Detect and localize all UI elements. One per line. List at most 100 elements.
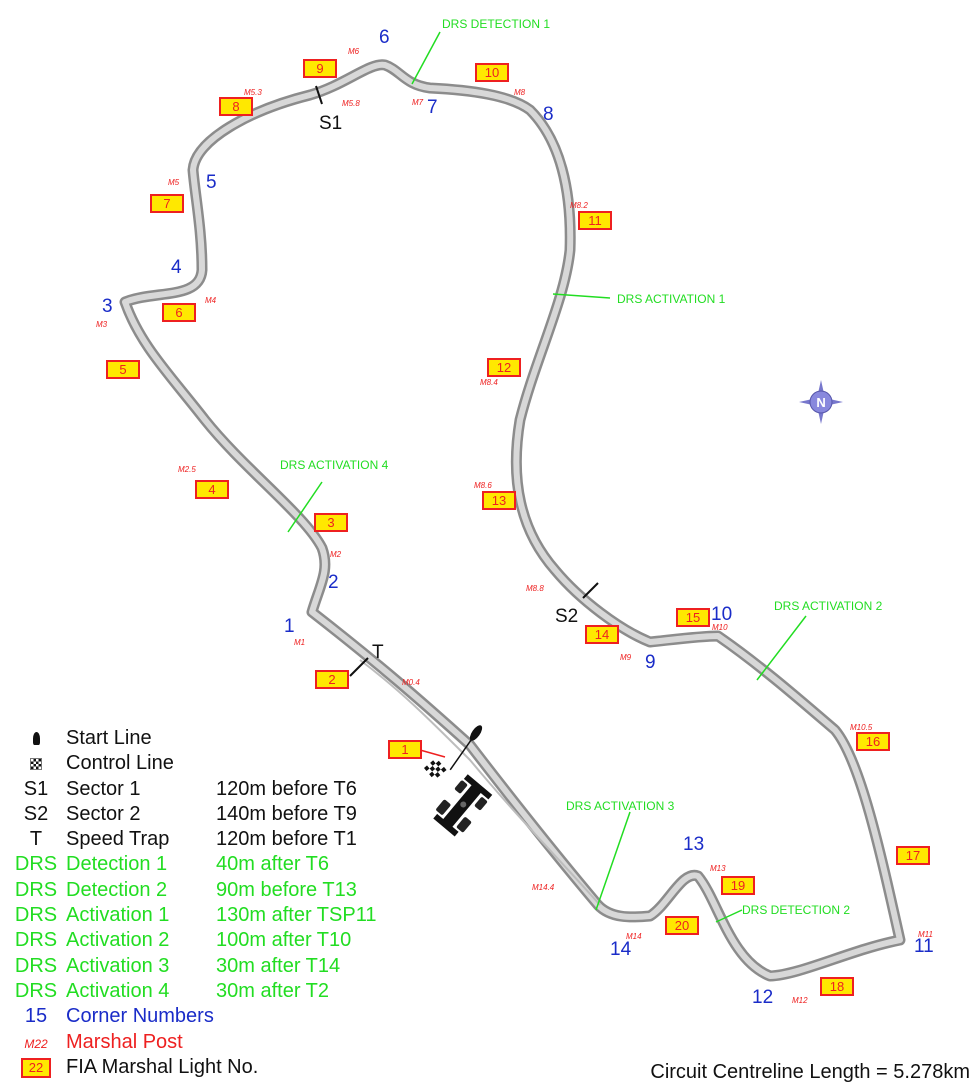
corner-number: 12 xyxy=(752,987,773,1008)
drs-activation2-label: DRS ACTIVATION 2 xyxy=(774,599,883,613)
corner-number: 4 xyxy=(171,257,182,278)
legend-symbol: DRS xyxy=(14,904,58,927)
fia-light-number: 2 xyxy=(328,672,335,687)
marshal-post: M2 xyxy=(330,550,342,559)
drs-activation1-label: DRS ACTIVATION 1 xyxy=(617,292,726,306)
sector1-marker xyxy=(315,85,323,105)
start-line-icon xyxy=(449,725,483,771)
legend-row: DRS Activation 1 130m after TSP11 xyxy=(6,903,446,928)
legend-symbol: T xyxy=(29,828,43,851)
marshal-post: M10 xyxy=(712,623,728,632)
drs-activation4-line xyxy=(287,481,323,533)
legend-description: 140m before T9 xyxy=(216,802,357,825)
drs-detection2-line xyxy=(715,909,743,923)
corner-number: 10 xyxy=(711,604,732,625)
legend-label: Activation 1 xyxy=(66,904,170,927)
marshal-post: M10.5 xyxy=(850,723,873,732)
corner-number: 3 xyxy=(102,296,113,317)
marshal-post: M3 xyxy=(96,320,108,329)
fia-light-number: 9 xyxy=(316,61,323,76)
fia-light-number: 12 xyxy=(497,360,511,375)
legend-label: Sector 1 xyxy=(66,777,141,800)
legend-symbol: DRS xyxy=(14,929,58,952)
fia-light-box: 18 xyxy=(820,977,854,996)
legend-label: Detection 1 xyxy=(66,853,168,876)
corner-number: 9 xyxy=(645,652,656,673)
fia-light-box: 14 xyxy=(585,625,619,644)
drs-activation3-label: DRS ACTIVATION 3 xyxy=(566,799,675,813)
fia-light-box: 16 xyxy=(856,732,890,751)
fia-light-box: 15 xyxy=(676,608,710,627)
fia-light-symbol: 22 xyxy=(8,1055,64,1080)
marshal-post: M0.4 xyxy=(402,678,420,687)
legend-symbol: DRS xyxy=(14,853,58,876)
marshal-post: M5 xyxy=(168,178,180,187)
fia-light-box: 13 xyxy=(482,491,516,510)
marshal-post: M8.2 xyxy=(570,201,588,210)
fia-light-box: 17 xyxy=(896,846,930,865)
marshal-post: M2.5 xyxy=(178,465,196,474)
corner-number: 6 xyxy=(379,27,390,48)
legend-label: Start Line xyxy=(66,727,152,749)
legend-label: Speed Trap xyxy=(66,828,170,851)
drs-activation4-label: DRS ACTIVATION 4 xyxy=(280,458,389,472)
drs-detection1-label: DRS DETECTION 1 xyxy=(442,17,550,31)
sector2-marker xyxy=(582,582,599,599)
sector1-label: S1 xyxy=(319,113,342,134)
corner-number: 8 xyxy=(543,104,554,125)
control-line-icon xyxy=(424,757,447,781)
circuit-length: Circuit Centreline Length = 5.278km xyxy=(650,1061,970,1083)
legend-row: T Speed Trap 120m before T1 xyxy=(6,827,446,852)
fia-light-number: 19 xyxy=(731,878,745,893)
legend-description: 130m after TSP11 xyxy=(216,904,377,927)
marshal-post: M5.3 xyxy=(244,88,262,97)
track-surface xyxy=(122,61,903,979)
fia-light-box: 20 xyxy=(665,916,699,935)
marshal-post: M14.4 xyxy=(532,883,555,892)
fia-light-number: 7 xyxy=(163,196,170,211)
fia-light-box: 12 xyxy=(487,358,521,377)
legend-label: Activation 3 xyxy=(66,954,170,977)
legend-label: Marshal Post xyxy=(66,1030,183,1053)
marshal-post: M11 xyxy=(918,930,933,939)
fia-light-box: 10 xyxy=(475,63,509,82)
legend-description: 30m after T2 xyxy=(216,979,330,1002)
drs-activation1-line xyxy=(552,293,611,299)
speed-trap-marker xyxy=(349,657,369,677)
compass-icon: N xyxy=(799,380,843,424)
fia-light-number: 6 xyxy=(175,305,182,320)
legend-label: Control Line xyxy=(66,752,174,775)
fia-light-number: 14 xyxy=(595,627,609,642)
compass-letter: N xyxy=(816,395,825,410)
fia-light-box: 2 xyxy=(315,670,349,689)
legend-label: Corner Numbers xyxy=(66,1005,214,1028)
legend-symbol: DRS xyxy=(14,954,58,977)
corner-number: 2 xyxy=(328,572,339,593)
fia-light-number: 18 xyxy=(830,979,844,994)
legend-row: Start Line xyxy=(6,726,446,751)
legend-description: 100m after T10 xyxy=(216,929,352,952)
fia-light-number: 10 xyxy=(485,65,499,80)
corner-number: 13 xyxy=(683,834,704,855)
legend-symbol: DRS xyxy=(14,878,58,901)
fia-light-number: 15 xyxy=(686,610,700,625)
fia-light-number: 4 xyxy=(208,482,215,497)
legend-label: FIA Marshal Light No. xyxy=(66,1055,259,1078)
legend-description: 120m before T1 xyxy=(216,828,357,851)
fia-light-number: 8 xyxy=(232,99,239,114)
marshal-post: M12 xyxy=(792,996,808,1005)
marshal-post: M1 xyxy=(294,638,305,647)
marshal-post: M8.8 xyxy=(526,584,544,593)
start-line-leader xyxy=(419,749,446,758)
marshal-post: M7 xyxy=(412,98,424,107)
fia-light-box: 7 xyxy=(150,194,184,213)
legend-symbol: S1 xyxy=(23,777,49,800)
